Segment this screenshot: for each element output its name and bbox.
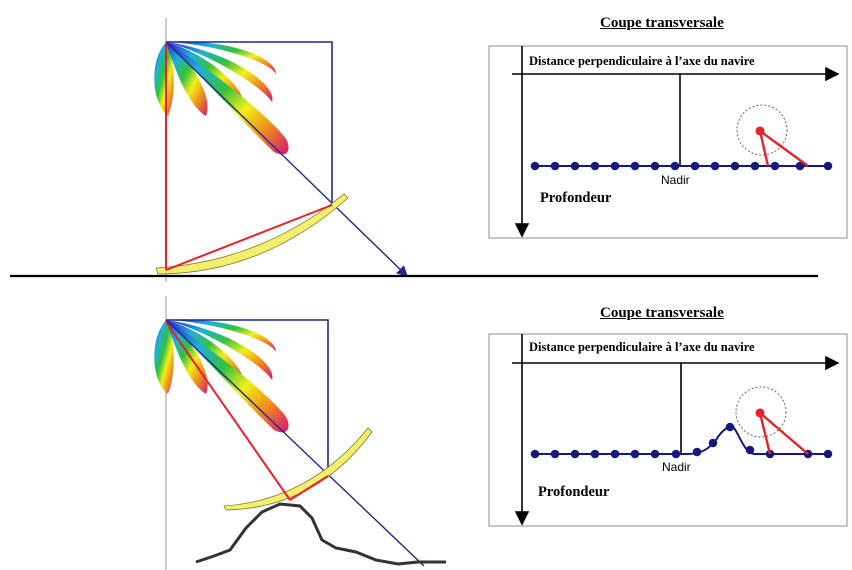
blue-oblique-ray	[165, 41, 409, 277]
top-beam-geometry	[10, 18, 818, 282]
seafloor-profile-line	[535, 425, 830, 455]
bottom-nadir-label: Nadir	[662, 460, 691, 474]
blue-oblique-ray	[165, 319, 425, 567]
top-cross-section-graphics	[488, 45, 848, 239]
bottom-depth-label: Profondeur	[538, 484, 610, 500]
sounding-points	[530, 422, 833, 459]
footprint-arc	[155, 193, 349, 275]
bottom-cross-section-box	[488, 333, 848, 527]
red-slant-ray	[165, 321, 291, 501]
bottom-panel-title: Coupe transversale	[600, 305, 724, 321]
multibeam-fan-icon	[154, 41, 289, 155]
bottom-distance-axis-label: Distance perpendiculaire à l’axe du navi…	[529, 340, 755, 354]
target-circle-icon	[736, 104, 809, 167]
footprint-arc	[223, 427, 373, 511]
blue-vertical-ray	[166, 41, 333, 204]
top-depth-label: Profondeur	[540, 190, 612, 206]
sounding-points	[530, 161, 833, 171]
seabed-bump-profile	[195, 502, 446, 566]
bottom-beam-geometry	[154, 296, 446, 570]
blue-vertical-ray	[166, 319, 329, 476]
top-panel-title: Coupe transversale	[600, 15, 724, 31]
top-distance-axis-label: Distance perpendiculaire à l’axe du navi…	[529, 54, 755, 68]
multibeam-fan-icon	[154, 319, 289, 433]
target-circle-icon	[735, 386, 809, 455]
red-return-ray	[289, 475, 329, 501]
bottom-cross-section-graphics	[488, 333, 848, 527]
red-return-ray	[165, 204, 333, 271]
top-cross-section-box	[488, 45, 848, 239]
top-nadir-label: Nadir	[661, 173, 690, 187]
